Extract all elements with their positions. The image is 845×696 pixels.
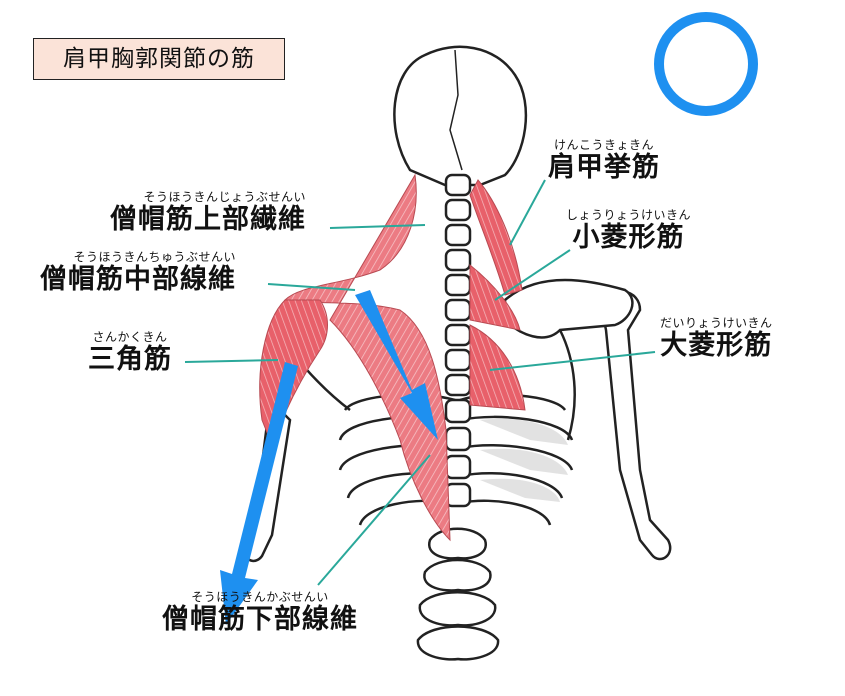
ruby-rhomboid-major: だいりょうけいきん [660,316,773,330]
spine [416,173,500,661]
ruby-trapezius-upper: そうほうきんじょうぶせんい [143,190,306,204]
name-trapezius-middle: 僧帽筋中部線維 [40,264,236,295]
ruby-trapezius-middle: そうほうきんちゅうぶせんい [73,250,236,264]
skull [393,45,528,187]
name-rhomboid-minor: 小菱形筋 [572,222,685,253]
label-deltoid: さんかくきん 三角筋 [88,330,172,376]
ruby-trapezius-lower: そうほうきんかぶせんい [191,590,329,604]
label-trapezius-lower: そうほうきんかぶせんい 僧帽筋下部線維 [162,590,358,636]
name-levator-scapulae: 肩甲挙筋 [548,152,660,183]
label-rhomboid-major: だいりょうけいきん 大菱形筋 [660,316,773,362]
label-trapezius-upper: そうほうきんじょうぶせんい 僧帽筋上部繊維 [110,190,306,236]
ruby-deltoid: さんかくきん [92,330,168,344]
arrow-down-icon [220,290,438,625]
ruby-levator-scapulae: けんこうきょきん [553,138,654,152]
label-levator-scapulae: けんこうきょきん 肩甲挙筋 [548,138,660,184]
label-trapezius-middle: そうほうきんちゅうぶせんい 僧帽筋中部線維 [40,250,236,296]
rib-shading [480,418,568,502]
name-trapezius-lower: 僧帽筋下部線維 [162,604,358,635]
rhomboid-muscles [469,263,526,411]
label-rhomboid-minor: しょうりょうけいきん 小菱形筋 [566,208,691,254]
right-scapula [503,278,634,339]
leader-lines [184,179,656,586]
diagram-title: 肩甲胸郭関節の筋 [33,38,285,80]
ruby-rhomboid-minor: しょうりょうけいきん [566,208,692,222]
levator-scapulae-muscle [469,179,523,296]
circle-mark-icon [654,12,758,116]
trapezius-muscle [283,173,451,542]
name-rhomboid-major: 大菱形筋 [660,330,773,361]
name-deltoid: 三角筋 [88,344,172,375]
name-trapezius-upper: 僧帽筋上部繊維 [110,204,306,235]
